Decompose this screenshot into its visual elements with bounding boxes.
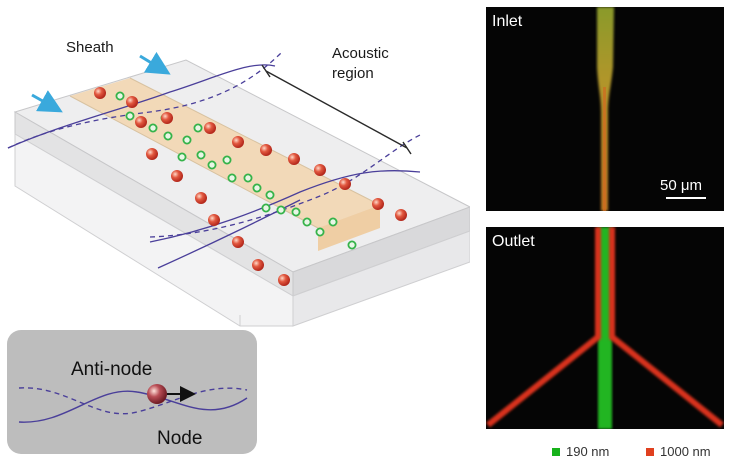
- standing-waves: [7, 51, 421, 269]
- small-particle: [182, 135, 192, 145]
- legend-1000nm: 1000 nm: [646, 444, 711, 459]
- small-particle: [163, 131, 173, 141]
- small-particle: [222, 155, 232, 165]
- outlet-red-stream-right: [609, 227, 724, 428]
- scale-bar: [666, 197, 706, 199]
- wave-dashed: [18, 387, 248, 415]
- antinode-label: Anti-node: [71, 359, 152, 380]
- sheath-arrow-icon: [31, 90, 63, 113]
- green-swatch: [552, 447, 560, 456]
- small-particle: [252, 183, 262, 193]
- outlet-green-stream: [598, 227, 612, 429]
- large-particle: [232, 236, 244, 248]
- sheath-arrows: [31, 51, 171, 113]
- small-particles: [115, 91, 357, 250]
- small-particle: [347, 240, 357, 250]
- wave-solid: [18, 390, 248, 423]
- sheath-arrow-icon: [139, 51, 171, 75]
- small-particle: [291, 207, 301, 217]
- acoustic-label-line2: region: [332, 65, 374, 82]
- small-particle: [328, 217, 338, 227]
- large-particle: [278, 274, 290, 286]
- legend-1000nm-label: 1000 nm: [660, 444, 711, 459]
- large-particle: [161, 112, 173, 124]
- device-illustration: Sheath Acoustic region: [7, 39, 470, 327]
- outlet-red-stream-left: [486, 227, 601, 428]
- small-particle: [115, 91, 125, 101]
- inlet-label: Inlet: [492, 13, 523, 30]
- node-label: Node: [157, 428, 202, 449]
- legend-190nm: 190 nm: [552, 444, 609, 459]
- large-particle: [314, 164, 326, 176]
- large-particles: [94, 87, 407, 286]
- large-particle: [395, 209, 407, 221]
- small-particle: [125, 111, 135, 121]
- red-swatch: [646, 447, 654, 456]
- small-particle: [207, 160, 217, 170]
- acoustic-region-bracket: [261, 64, 412, 155]
- large-particle: [339, 178, 351, 190]
- large-particle: [171, 170, 183, 182]
- large-particle: [372, 198, 384, 210]
- large-particle: [288, 153, 300, 165]
- large-particle: [232, 136, 244, 148]
- small-particle: [265, 190, 275, 200]
- small-particle: [302, 217, 312, 227]
- large-particle: [135, 116, 147, 128]
- small-particle: [196, 150, 206, 160]
- large-particle: [260, 144, 272, 156]
- small-particle: [227, 173, 237, 183]
- outlet-micrograph: Outlet: [486, 227, 724, 429]
- acoustic-label-line1: Acoustic: [332, 45, 389, 62]
- particle: [147, 384, 167, 404]
- large-particle: [126, 96, 138, 108]
- large-particle: [146, 148, 158, 160]
- sheath-label: Sheath: [66, 39, 114, 56]
- large-particle: [195, 192, 207, 204]
- large-particle: [252, 259, 264, 271]
- small-particle: [243, 173, 253, 183]
- outlet-label: Outlet: [492, 233, 535, 250]
- large-particle: [208, 214, 220, 226]
- legend-190nm-label: 190 nm: [566, 444, 610, 459]
- small-particle: [177, 152, 187, 162]
- node-antinode-inset: Anti-node Node: [7, 330, 257, 454]
- small-particle: [276, 205, 286, 215]
- inlet-micrograph: Inlet 50 μm: [486, 7, 724, 211]
- small-particle: [261, 203, 271, 213]
- scale-label: 50 μm: [660, 177, 702, 194]
- small-particle: [315, 227, 325, 237]
- small-particle: [148, 123, 158, 133]
- large-particle: [94, 87, 106, 99]
- small-particle: [193, 123, 203, 133]
- large-particle: [204, 122, 216, 134]
